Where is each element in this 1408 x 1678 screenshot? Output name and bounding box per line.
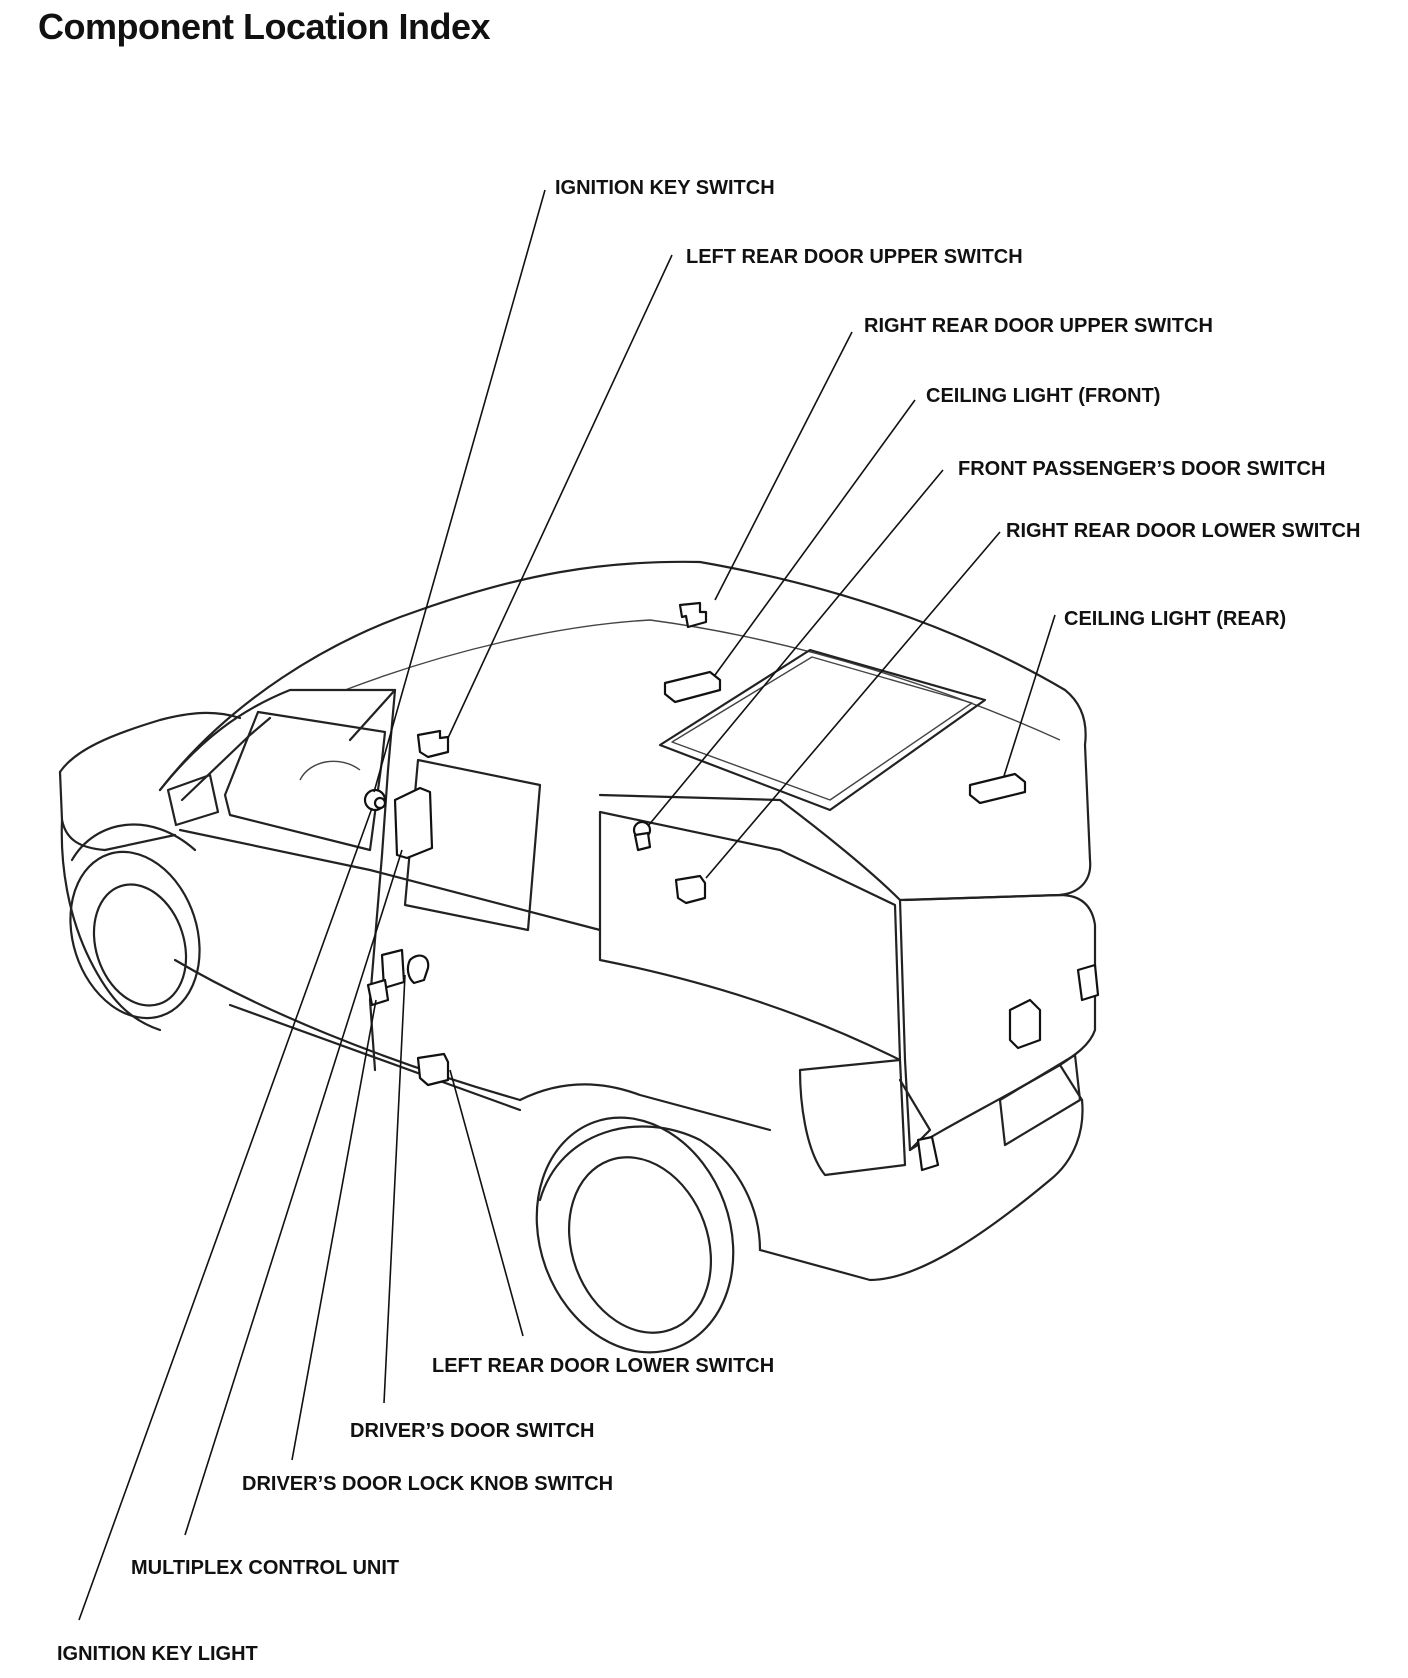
left-rear-door-upper-switch-icon — [416, 729, 450, 759]
label-ignition-key-switch: IGNITION KEY SWITCH — [555, 177, 775, 199]
ceiling-light-front-icon — [663, 670, 722, 704]
label-ignition-key-light: IGNITION KEY LIGHT — [57, 1643, 258, 1665]
component-labels: IGNITION KEY SWITCH LEFT REAR DOOR UPPER… — [57, 177, 1360, 1665]
label-left-rear-door-upper-switch: LEFT REAR DOOR UPPER SWITCH — [686, 246, 1023, 268]
component-icons — [363, 601, 1100, 1172]
label-drivers-door-lock-knob-switch: DRIVER’S DOOR LOCK KNOB SWITCH — [242, 1473, 613, 1495]
label-ceiling-light-front: CEILING LIGHT (FRONT) — [926, 385, 1160, 407]
leader-lines — [78, 189, 1056, 1621]
label-front-passengers-door-switch: FRONT PASSENGER’S DOOR SWITCH — [958, 458, 1325, 480]
label-ceiling-light-rear: CEILING LIGHT (REAR) — [1064, 608, 1286, 630]
ceiling-light-rear-icon — [968, 772, 1027, 805]
front-passengers-door-switch-icon — [632, 820, 652, 852]
label-right-rear-door-lower-switch: RIGHT REAR DOOR LOWER SWITCH — [1006, 520, 1360, 542]
label-left-rear-door-lower-switch: LEFT REAR DOOR LOWER SWITCH — [432, 1355, 774, 1377]
left-rear-door-lower-switch-icon — [416, 1052, 450, 1087]
ignition-key-switch-icon — [363, 788, 387, 812]
multiplex-control-unit-icon — [393, 786, 434, 860]
right-rear-door-lower-switch-icon — [674, 874, 707, 905]
label-multiplex-control-unit: MULTIPLEX CONTROL UNIT — [131, 1557, 399, 1579]
page-title: Component Location Index — [38, 6, 491, 47]
vehicle-outline — [58, 560, 1097, 1354]
label-drivers-door-switch: DRIVER’S DOOR SWITCH — [350, 1420, 594, 1442]
drivers-door-lock-knob-switch-icon — [366, 978, 390, 1007]
label-right-rear-door-upper-switch: RIGHT REAR DOOR UPPER SWITCH — [864, 315, 1213, 337]
right-rear-door-upper-switch-icon — [678, 601, 708, 629]
